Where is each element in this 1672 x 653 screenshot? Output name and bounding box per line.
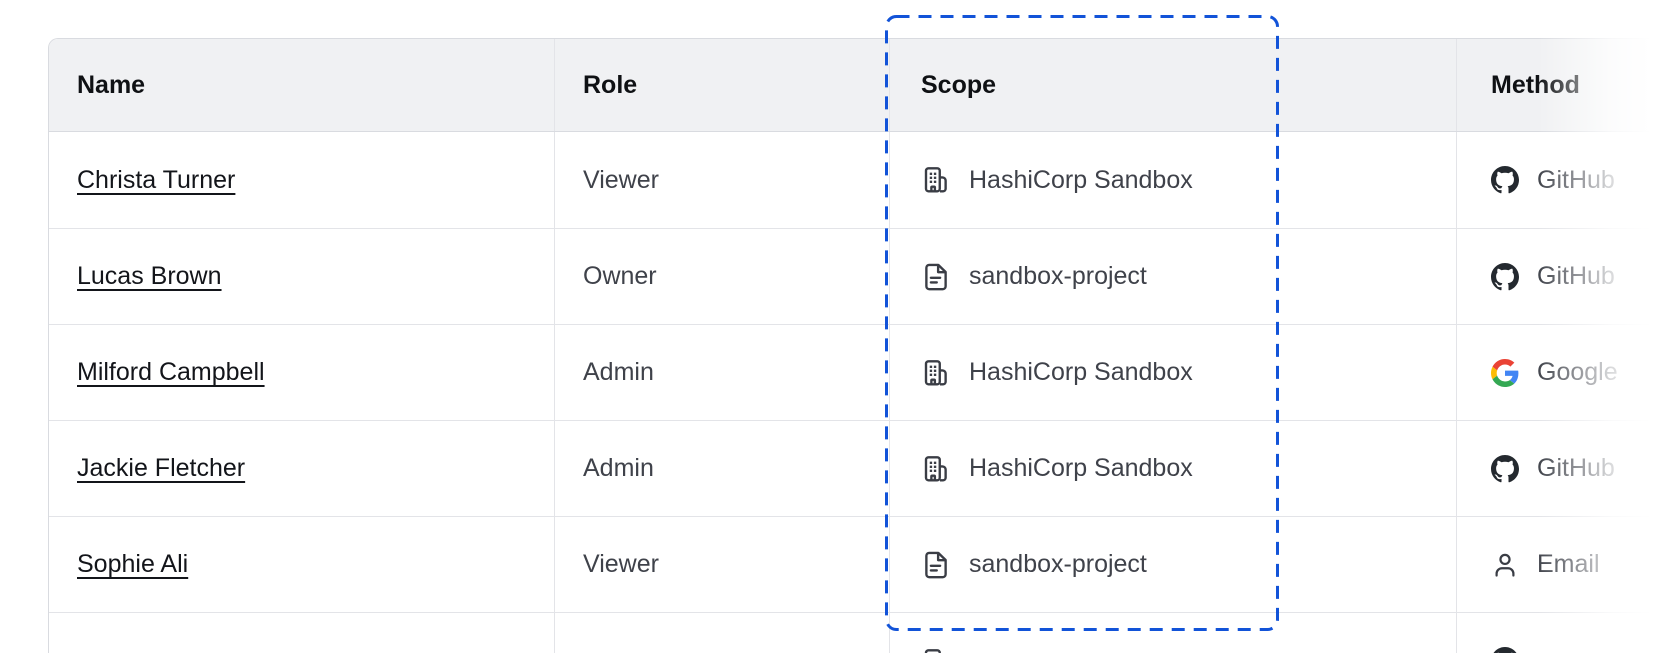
scope-cell: HashiCorp Sandbox (889, 132, 1456, 228)
role-cell: Viewer (554, 517, 889, 612)
scope-value: sandbox-project (969, 550, 1147, 578)
table-header-row: Name Role Scope Method (49, 39, 1672, 132)
role-value: Viewer (583, 550, 659, 578)
method-cell: GitHub (1456, 421, 1672, 516)
column-header-method-label: Method (1491, 70, 1580, 99)
column-header-scope-label: Scope (921, 70, 997, 99)
table-row: Sophie Ali Viewer sandbox-project Email (49, 516, 1672, 612)
role-value: Owner (583, 262, 657, 290)
table-row: Jackie Fletcher Admin HashiCorp Sandbox … (49, 420, 1672, 516)
name-cell: Sophie Ali (49, 517, 554, 612)
scope-cell: HashiCorp Sandbox (889, 421, 1456, 516)
column-header-role: Role (554, 39, 889, 131)
members-table: Name Role Scope Method Christa Turner Vi… (48, 38, 1672, 653)
method-cell: Google (1456, 325, 1672, 420)
scope-value: HashiCorp Sandbox (969, 358, 1193, 386)
member-name-link[interactable]: Milford Campbell (77, 358, 265, 386)
scope-value: HashiCorp Sandbox (969, 454, 1193, 482)
column-header-name: Name (49, 39, 554, 131)
scope-value: sandbox-project (969, 262, 1147, 290)
org-building-icon (921, 165, 951, 195)
role-cell: Viewer (554, 132, 889, 228)
member-name-link[interactable]: Sophie Ali (77, 550, 189, 578)
method-cell: Email (1456, 517, 1672, 612)
google-icon (1491, 358, 1519, 387)
member-name-link[interactable]: Jackie Fletcher (77, 454, 246, 482)
method-value: GitHub (1537, 262, 1615, 290)
github-icon (1491, 166, 1519, 194)
column-header-scope: Scope (889, 39, 1456, 131)
org-building-icon (921, 358, 951, 388)
table-row: Lucas Brown Owner sandbox-project GitHub (49, 228, 1672, 324)
column-header-role-label: Role (583, 70, 638, 99)
column-header-name-label: Name (77, 70, 146, 99)
name-cell: Milford Campbell (49, 325, 554, 420)
file-text-icon (921, 550, 951, 580)
method-cell: GitHub (1456, 229, 1672, 324)
role-value: Viewer (583, 165, 659, 194)
role-cell: Admin (554, 325, 889, 420)
method-value: GitHub (1537, 454, 1615, 482)
org-building-icon (921, 454, 951, 484)
person-icon (1491, 551, 1519, 579)
name-cell: Lucas Brown (49, 229, 554, 324)
file-text-icon (921, 262, 951, 292)
table-body: Christa Turner Viewer HashiCorp Sandbox … (49, 132, 1672, 612)
github-icon (1491, 454, 1519, 483)
scope-cell: sandbox-project (889, 229, 1456, 324)
table-row: Milford Campbell Admin HashiCorp Sandbox… (49, 324, 1672, 420)
method-cell: GitHub (1456, 132, 1672, 228)
member-name-link[interactable]: Christa Turner (77, 165, 236, 194)
role-cell: Admin (554, 421, 889, 516)
method-value: GitHub (1537, 165, 1615, 194)
scope-value: HashiCorp Sandbox (969, 165, 1193, 194)
method-value: Email (1537, 550, 1600, 578)
scope-cell: sandbox-project (889, 517, 1456, 612)
github-icon (1491, 262, 1519, 291)
role-value: Admin (583, 358, 654, 386)
table-row-partial (49, 612, 1672, 653)
member-name-link[interactable]: Lucas Brown (77, 262, 222, 290)
scope-cell: HashiCorp Sandbox (889, 325, 1456, 420)
method-value: Google (1537, 358, 1618, 386)
table-row: Christa Turner Viewer HashiCorp Sandbox … (49, 132, 1672, 228)
name-cell: Jackie Fletcher (49, 421, 554, 516)
github-icon (1491, 647, 1519, 653)
role-value: Admin (583, 454, 654, 482)
column-header-method: Method (1456, 39, 1672, 131)
role-cell: Owner (554, 229, 889, 324)
org-building-icon (921, 647, 951, 653)
name-cell: Christa Turner (49, 132, 554, 228)
